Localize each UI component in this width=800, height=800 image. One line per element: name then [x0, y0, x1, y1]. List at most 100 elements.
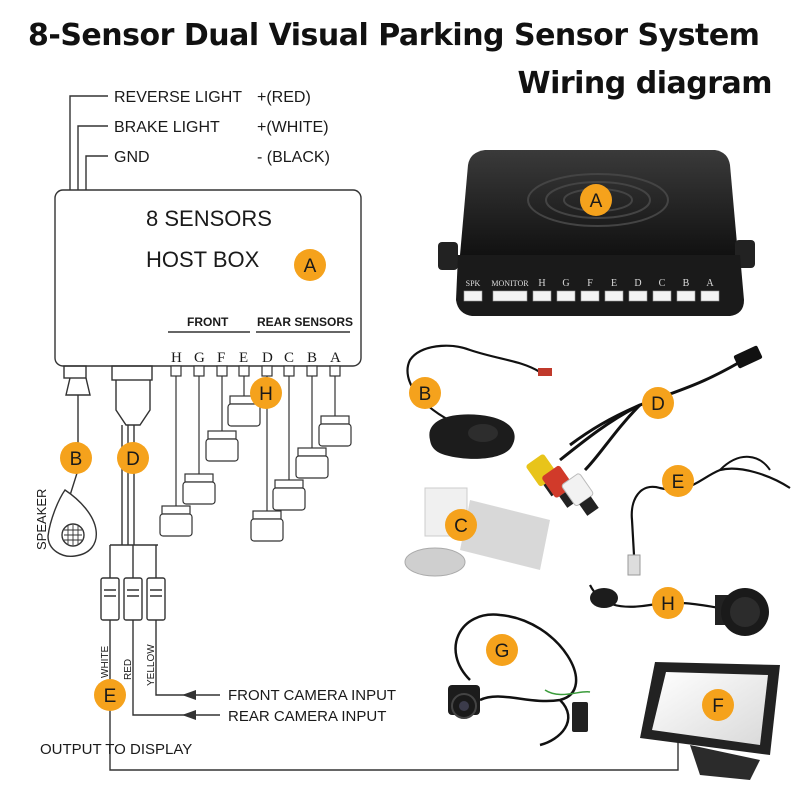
badge-letter: A [304, 256, 317, 277]
badge-b: B [60, 442, 92, 474]
wire-polarity-gnd: - (BLACK) [257, 149, 330, 166]
unit-port-9 [700, 290, 720, 302]
front-camera-wire [155, 620, 220, 696]
sensor-plug-b [295, 447, 329, 479]
reverse-light-wire [69, 95, 108, 190]
rca-plug-red [123, 577, 143, 621]
sensor-plug-e [227, 395, 261, 427]
badge-f: F [702, 689, 734, 721]
wire-label-reverse: REVERSE LIGHT [114, 89, 242, 106]
badge-letter: D [126, 449, 140, 470]
unit-port-0 [463, 290, 483, 302]
port-jack-d [261, 365, 273, 377]
accessory-photo [404, 487, 550, 577]
badge-letter: B [70, 449, 83, 470]
unit-port-7 [652, 290, 672, 302]
badge-g: G [486, 634, 518, 666]
badge-letter: A [590, 191, 603, 212]
gnd-wire [85, 155, 108, 190]
diagram-title: 8-Sensor Dual Visual Parking Sensor Syst… [28, 18, 760, 53]
badge-letter: C [454, 516, 468, 537]
port-jack-f [216, 365, 228, 377]
rca-label-red: RED [123, 659, 134, 680]
port-jack-g [193, 365, 205, 377]
rear-input-arrow [182, 710, 196, 720]
host-box-line1: 8 SENSORS [146, 206, 272, 231]
badge-a: A [294, 249, 326, 281]
host-box-line2: HOST BOX [146, 247, 260, 272]
wire-polarity-reverse: +(RED) [257, 89, 311, 106]
buzzer-photo [406, 344, 552, 459]
adhesive-pad [460, 500, 550, 570]
unit-port-4 [580, 290, 600, 302]
round-sticker [404, 547, 466, 577]
badge-letter: G [495, 641, 510, 662]
sensor-plug-g [182, 473, 216, 505]
unit-port-label-2: H [538, 278, 545, 289]
badge-letter: F [712, 696, 724, 717]
badge-letter: B [419, 384, 432, 405]
badge-c: C [445, 509, 477, 541]
monitor-photo [640, 662, 780, 780]
port-jack-h [170, 365, 182, 377]
badge-e: E [662, 465, 694, 497]
rear-camera-input-label: REAR CAMERA INPUT [228, 708, 386, 725]
sensor-plug-f [205, 430, 239, 462]
unit-port-label-9: A [706, 278, 714, 289]
badge-a: A [580, 184, 612, 216]
unit-port-6 [628, 290, 648, 302]
wire-polarity-brake: +(WHITE) [257, 119, 329, 136]
unit-port-2 [532, 290, 552, 302]
parking-sensor-photo [589, 584, 769, 636]
unit-port-label-4: F [587, 278, 593, 289]
monitor-jack [111, 365, 153, 381]
badge-d: D [642, 387, 674, 419]
unit-port-label-7: C [659, 278, 666, 289]
port-label-f: F [217, 350, 225, 366]
rca-cable-photo [526, 345, 763, 516]
unit-port-1 [492, 290, 528, 302]
badge-letter: H [661, 594, 675, 615]
speaker-plug [65, 377, 91, 396]
port-jack-b [306, 365, 318, 377]
monitor-plug [115, 380, 151, 426]
port-label-g: G [194, 350, 205, 366]
sensor-plug-h [159, 505, 193, 537]
rca-label-white: WHITE [100, 645, 111, 678]
port-label-h: H [171, 350, 182, 366]
badge-letter: E [104, 686, 117, 707]
wire-label-gnd: GND [114, 149, 150, 166]
badge-letter: H [259, 384, 273, 405]
unit-port-label-8: B [683, 278, 690, 289]
badge-letter: E [672, 472, 685, 493]
rca-plug-white [100, 577, 120, 621]
output-label: OUTPUT TO DISPLAY [40, 741, 192, 758]
badge-d: D [117, 442, 149, 474]
diagram-subtitle: Wiring diagram [517, 66, 772, 101]
port-label-d: D [262, 350, 273, 366]
unit-port-label-6: D [634, 278, 641, 289]
badge-h: H [652, 587, 684, 619]
port-jack-a [329, 365, 341, 377]
rca-plug-yellow [146, 577, 166, 621]
badge-b: B [409, 377, 441, 409]
front-input-arrow [182, 690, 196, 700]
badge-letter: D [651, 394, 665, 415]
badge-e: E [94, 679, 126, 711]
unit-port-label-0: SPK [466, 279, 481, 288]
port-jack-e [238, 365, 250, 377]
front-group-label: FRONT [187, 315, 229, 329]
speaker-label: SPEAKER [34, 489, 49, 550]
sensor-plug-c [272, 479, 306, 511]
badge-h: H [250, 377, 282, 409]
sensor-plugs [159, 376, 352, 542]
speaker-icon [47, 489, 97, 557]
sensor-plug-d [250, 510, 284, 542]
unit-port-3 [556, 290, 576, 302]
unit-port-label-1: MONITOR [491, 279, 529, 288]
port-label-e: E [239, 350, 248, 366]
rca-label-yellow: YELLOW [146, 644, 157, 686]
port-label-c: C [284, 350, 294, 366]
